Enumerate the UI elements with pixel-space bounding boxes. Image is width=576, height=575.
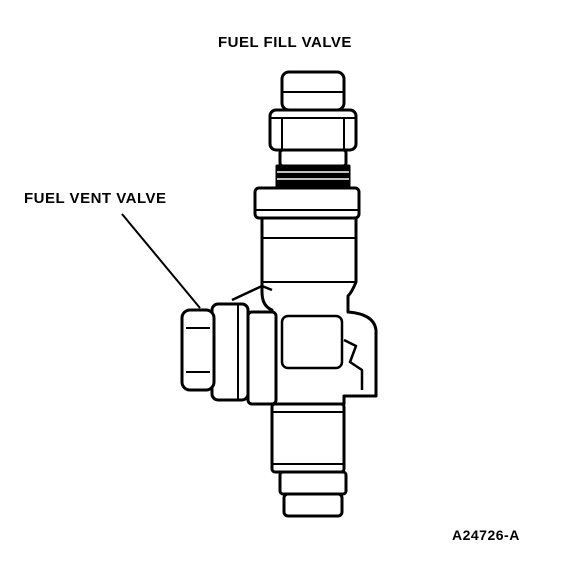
vent-leader-line (121, 213, 201, 309)
figure-code-label: A24726-A (452, 527, 520, 543)
thread-band (275, 164, 351, 190)
fill-valve-cap (268, 70, 358, 168)
vent-valve (180, 284, 278, 406)
fuel-vent-valve-label: FUEL VENT VALVE (24, 190, 167, 207)
fuel-fill-valve-label: FUEL FILL VALVE (218, 34, 352, 51)
flange-nut (253, 186, 361, 220)
lower-stem (270, 402, 348, 518)
valve-body (260, 216, 378, 406)
